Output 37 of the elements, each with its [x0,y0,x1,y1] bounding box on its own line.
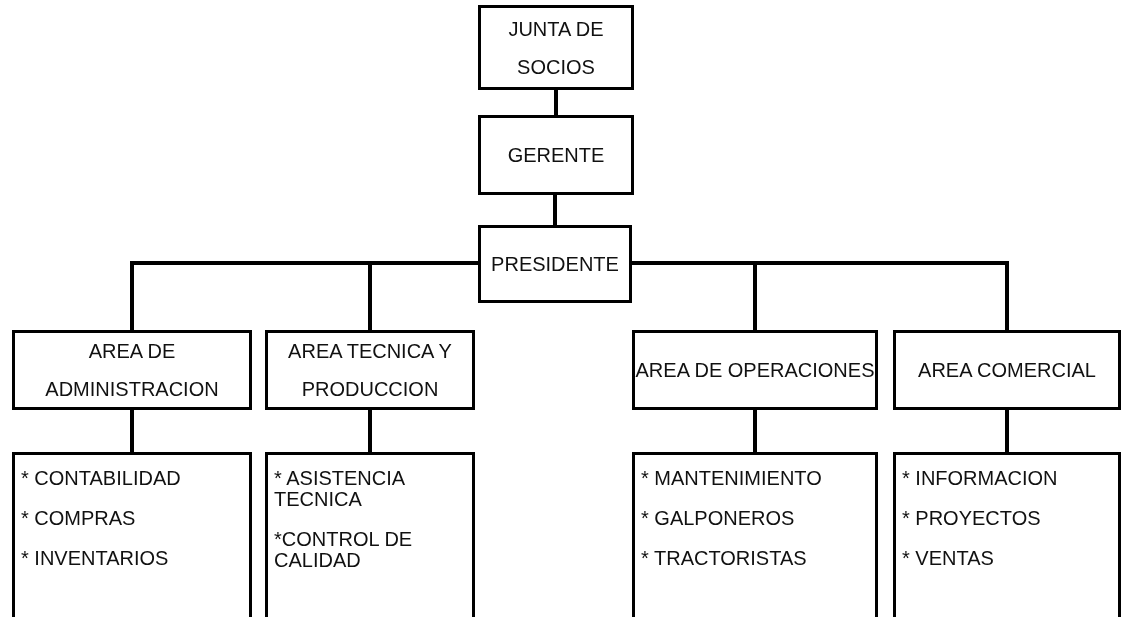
box-label: JUNTA DE SOCIOS [507,16,605,80]
connector-line [1005,410,1009,452]
list-item: * COMPRAS [21,508,136,529]
box-label: AREA DE OPERACIONES [635,358,875,383]
list-item: * INVENTARIOS [21,548,169,569]
org-box [478,5,634,90]
connector-line [368,410,372,452]
org-box [893,330,1121,410]
connector-line [368,261,478,330]
connector-line [553,195,557,225]
list-item: * INFORMACION [902,468,1058,489]
connector-line [632,261,1009,330]
list-item: * ASISTENCIA TECNICA [274,468,406,510]
box-label: GERENTE [507,143,605,168]
connector-line [554,90,558,115]
list-item: * CONTABILIDAD [21,468,181,489]
list-item: * TRACTORISTAS [641,548,807,569]
connector-line [753,410,757,452]
box-label: AREA TECNICA Y PRODUCCION [287,339,453,402]
list-box [265,452,475,617]
connector-line [130,410,134,452]
org-box [478,225,632,303]
org-box [12,330,252,410]
org-box [632,330,878,410]
list-box [12,452,252,617]
org-box [478,115,634,195]
list-box [632,452,878,617]
box-label: PRESIDENTE [491,252,619,277]
list-item: * MANTENIMIENTO [641,468,822,489]
box-label: AREA COMERCIAL [918,358,1096,383]
list-item: * PROYECTOS [902,508,1041,529]
box-label: AREA DE ADMINISTRACION [44,339,220,402]
list-item: * GALPONEROS [641,508,795,529]
list-item: *CONTROL DE CALIDAD [274,529,414,571]
org-box [265,330,475,410]
list-box [893,452,1121,617]
list-item: * VENTAS [902,548,994,569]
